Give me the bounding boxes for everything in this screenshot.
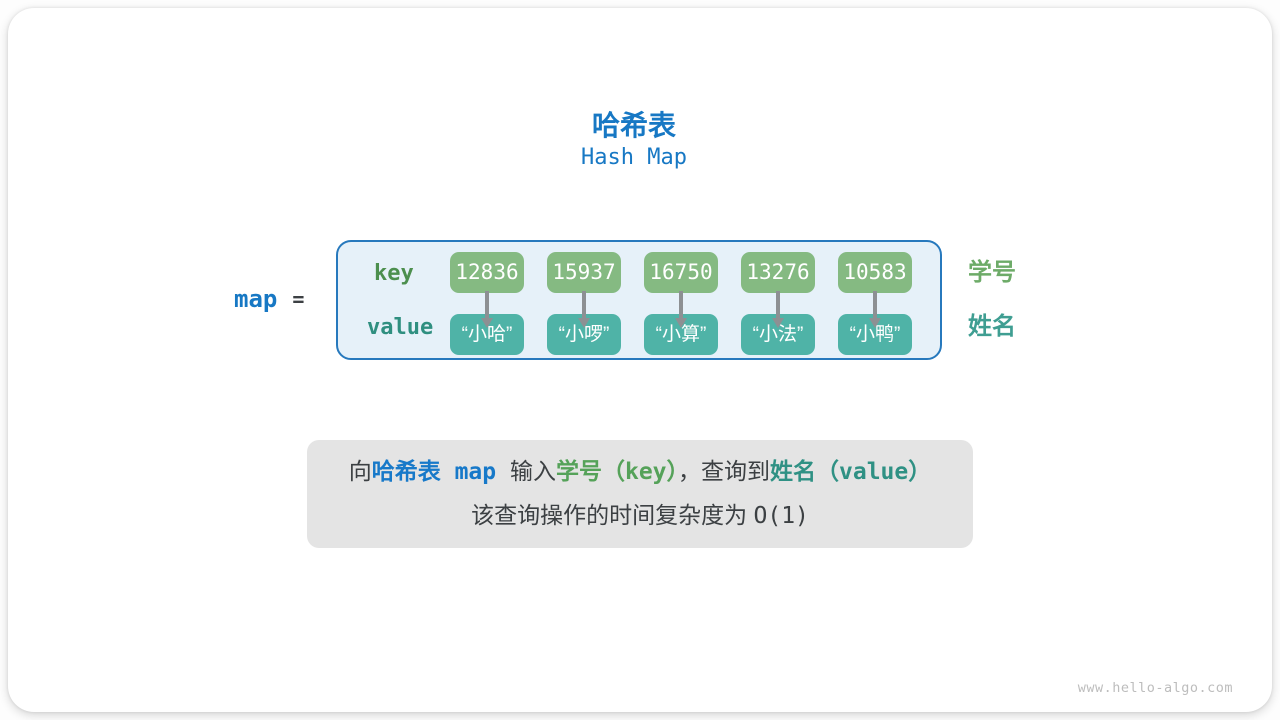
- note-segment: value: [839, 459, 909, 485]
- student-id-caption: 学号: [968, 259, 1016, 286]
- note-segment: 学号（: [555, 458, 625, 484]
- key-box: 16750: [644, 252, 718, 293]
- value-box: “小法”: [741, 314, 815, 355]
- note-segment: 输入: [509, 458, 556, 484]
- note-segment: 哈希表: [371, 458, 441, 484]
- map-entry-4: 13276 “小法”: [741, 252, 815, 355]
- value-box: “小算”: [644, 314, 718, 355]
- value-box: “小鸭”: [838, 314, 912, 355]
- complexity-text: 该查询操作的时间复杂度为: [471, 502, 754, 528]
- note-segment: ）: [666, 458, 679, 484]
- map-entry-1: 12836 “小哈”: [450, 252, 524, 355]
- explanation-box: 向哈希表 map 输入学号（key），查询到姓名（value） 该查询操作的时间…: [307, 440, 973, 548]
- hash-map-entries: 12836 “小哈” 15937 “小啰” 16750 “小算” 13276 “…: [450, 252, 912, 355]
- map-entry-5: 10583 “小鸭”: [838, 252, 912, 355]
- complexity-code: O(1): [753, 503, 809, 529]
- key-row-label: key: [374, 261, 414, 286]
- value-row-label: value: [367, 315, 434, 340]
- key-box: 12836: [450, 252, 524, 293]
- value-box: “小啰”: [547, 314, 621, 355]
- diagram-card: 哈希表 Hash Map map = key value 12836 “小哈” …: [8, 8, 1272, 712]
- map-variable-label: map: [234, 285, 278, 313]
- explanation-line-1: 向哈希表 map 输入学号（key），查询到姓名（value）: [307, 456, 973, 487]
- student-name-caption: 姓名: [968, 313, 1016, 340]
- note-segment: key: [624, 459, 667, 485]
- page-title: 哈希表: [591, 110, 676, 141]
- value-box: “小哈”: [450, 314, 524, 355]
- key-box: 13276: [741, 252, 815, 293]
- key-box: 15937: [547, 252, 621, 293]
- map-expression: map =: [234, 285, 305, 313]
- note-segment: ，查询到: [678, 458, 771, 484]
- explanation-line-2: 该查询操作的时间复杂度为 O(1): [307, 500, 973, 531]
- watermark: www.hello-algo.com: [1077, 680, 1233, 696]
- note-segment: map: [440, 459, 510, 485]
- equals-sign: =: [292, 287, 305, 311]
- note-segment: ）: [908, 458, 932, 484]
- map-entry-3: 16750 “小算”: [644, 252, 718, 355]
- map-entry-2: 15937 “小啰”: [547, 252, 621, 355]
- note-segment: 向: [348, 458, 372, 484]
- key-box: 10583: [838, 252, 912, 293]
- note-segment: 姓名（: [770, 458, 840, 484]
- page-subtitle: Hash Map: [581, 145, 687, 170]
